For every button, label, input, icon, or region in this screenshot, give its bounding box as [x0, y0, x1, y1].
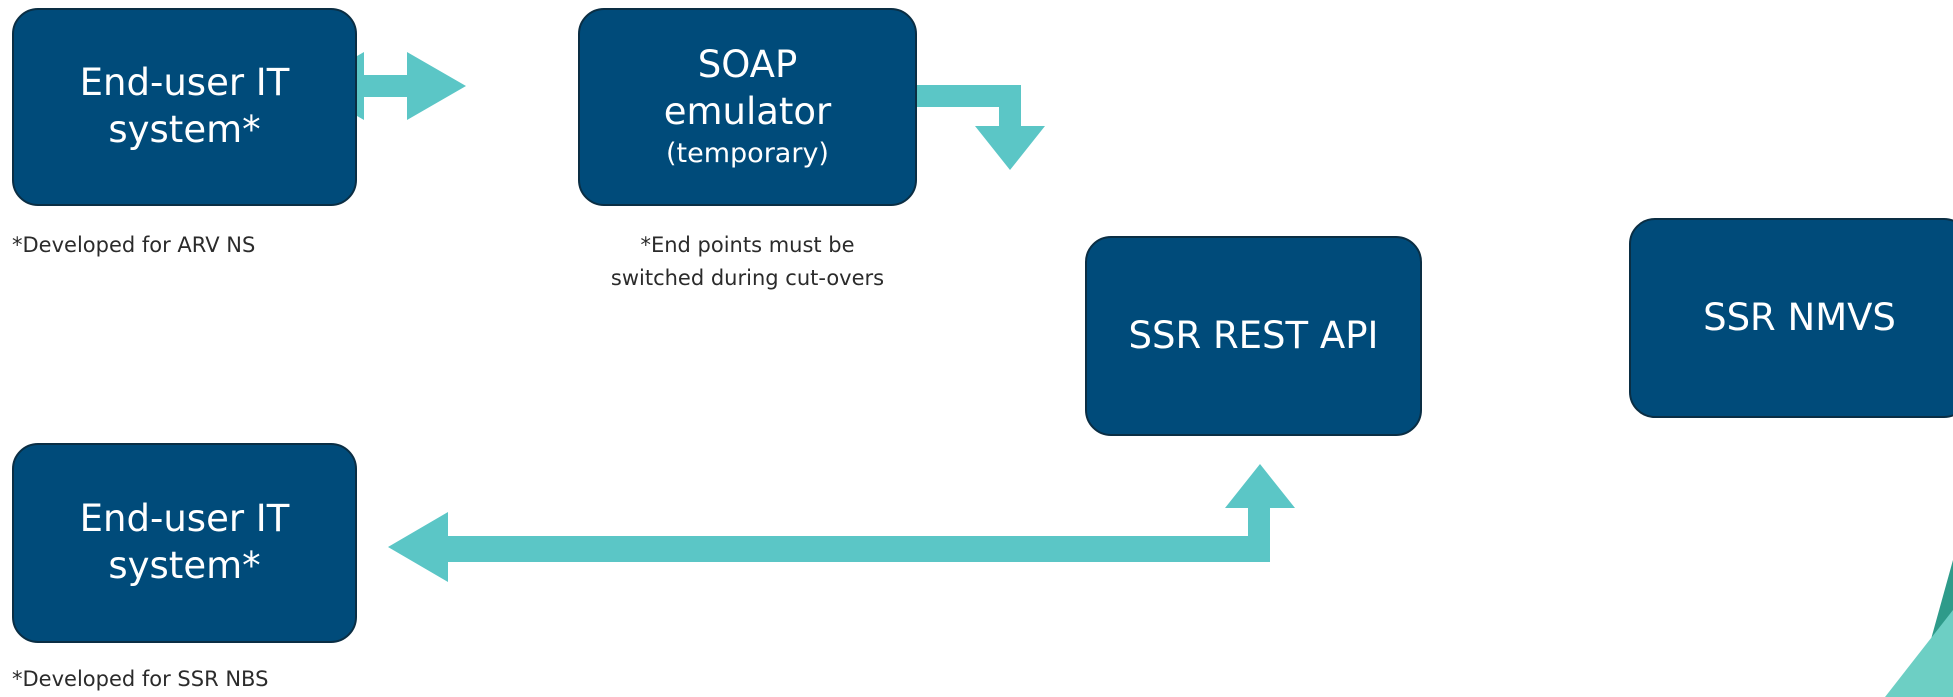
nmvs-label: SSR NMVS: [1703, 295, 1896, 339]
rest-api-label: SSR REST API: [1128, 313, 1379, 357]
soap-line2: emulator: [663, 89, 832, 133]
enduser-bottom-line1: End-user IT: [79, 497, 290, 541]
enduser-top-line1: End-user IT: [79, 61, 290, 105]
soap-emulator-box: SOAP emulator (temporary): [578, 8, 917, 206]
corner-shape-light: [1885, 610, 1953, 697]
ssr-nmvs-box: SSR NMVS: [1629, 218, 1953, 418]
enduser-top-note: *Developed for ARV NS: [12, 233, 256, 257]
enduser-bottom-note: *Developed for SSR NBS: [12, 667, 269, 691]
enduser-system-top-box: End-user IT system*: [12, 8, 357, 206]
soap-line1: SOAP: [697, 42, 798, 86]
ssr-rest-api-box: SSR REST API: [1085, 236, 1422, 436]
enduser-bottom-line2: system*: [108, 544, 261, 587]
soap-line3: (temporary): [666, 137, 829, 169]
enduser-rest-elbow-arrow: [388, 464, 1295, 582]
enduser-system-bottom-box: End-user IT system*: [12, 443, 357, 643]
soap-note-line2: switched during cut-overs: [610, 266, 885, 290]
soap-note-line1: *End points must be: [640, 233, 855, 257]
enduser-top-line2: system*: [108, 108, 261, 151]
